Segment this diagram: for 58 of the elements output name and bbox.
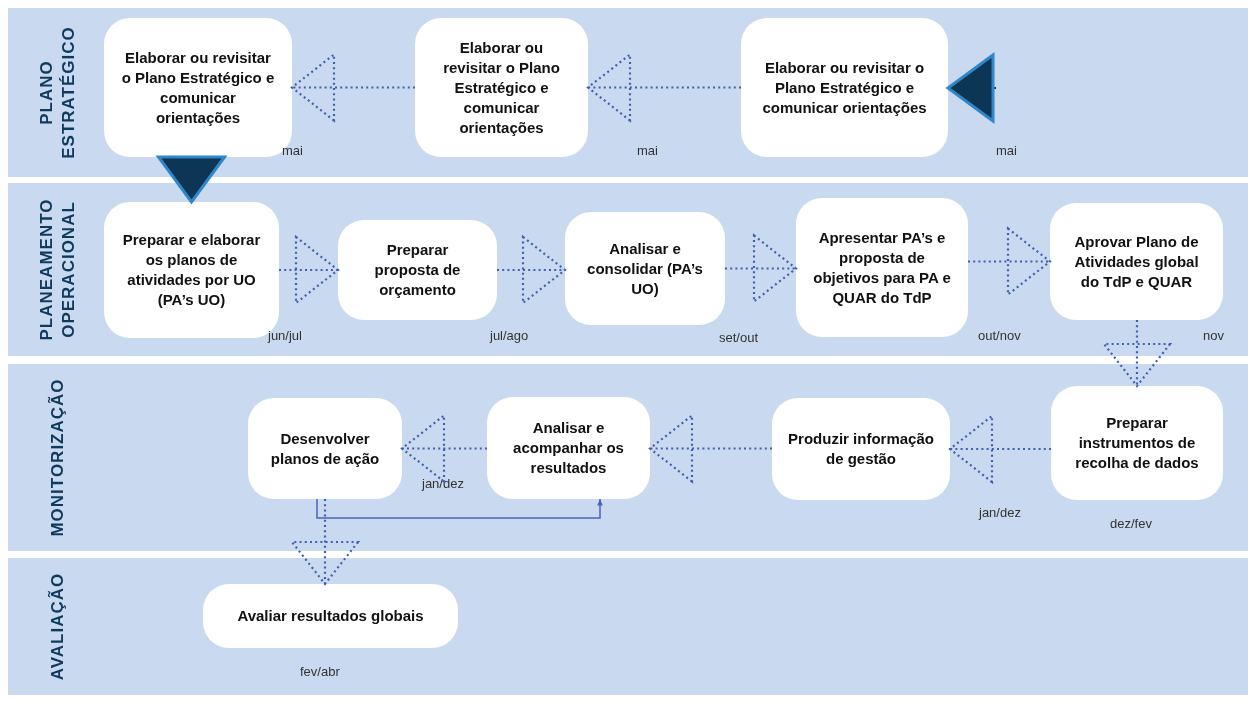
- chevron-arrow: [279, 235, 340, 305]
- process-box: [741, 18, 948, 157]
- chevron-arrow: [968, 227, 1052, 296]
- chevron-arrow: [586, 53, 741, 122]
- box-text: Produzir informação de gestão: [788, 429, 934, 469]
- date-label: set/out: [719, 330, 759, 345]
- box-text: Preparar proposta de orçamento: [373, 240, 462, 300]
- process-box: [415, 18, 588, 157]
- box-text: Desenvolver planos de ação: [269, 428, 381, 469]
- swimlane-band: [8, 558, 1248, 695]
- chevron-arrow: [497, 235, 567, 305]
- date-label: mai: [637, 143, 658, 158]
- chevron-arrow: [290, 499, 360, 586]
- process-box: [487, 397, 650, 499]
- process-box: [203, 584, 458, 648]
- date-label: mai: [282, 143, 303, 158]
- chevron-arrow: [290, 53, 415, 122]
- date-label: mai: [996, 143, 1017, 158]
- swimlane-band: [8, 364, 1248, 551]
- lane-title: MONITORIZAÇÃO: [47, 377, 68, 539]
- chevron-arrow: [1102, 320, 1172, 388]
- process-box: [248, 398, 402, 499]
- box-text: Apresentar PA’s e proposta de objetivos para PA e QUAR do TdP: [812, 227, 952, 308]
- box-text: Aprovar Plano de Atividades global do TdP e QUAR: [1073, 231, 1200, 292]
- box-text: Elaborar ou revisitar o Plano Estratégico e comunicar orientações: [120, 47, 276, 128]
- swimlane-band: [8, 183, 1248, 356]
- date-label: jun/jul: [268, 328, 302, 343]
- lane-title: AVALIAÇÃO: [47, 571, 68, 683]
- process-box: [1050, 203, 1223, 320]
- lane-title: PLANEAMENTO OPERACIONAL: [36, 197, 79, 343]
- process-box: [796, 198, 968, 337]
- chevron-arrow: [725, 234, 798, 303]
- chevron-arrow: [400, 414, 487, 483]
- date-label: out/nov: [978, 328, 1021, 343]
- box-text: Elaborar ou revisitar o Plano Estratégico e comunicar orientações: [761, 57, 928, 118]
- date-label: dez/fev: [1110, 516, 1152, 531]
- chevron-arrow: [948, 414, 1051, 484]
- chevron-arrow: [946, 53, 996, 123]
- connector-arrow: [316, 498, 603, 519]
- process-box: [1051, 386, 1223, 500]
- box-text: Analisar e acompanhar os resultados: [512, 418, 625, 478]
- date-label: jul/ago: [490, 328, 529, 343]
- swimlane-band: [8, 8, 1248, 177]
- lane-title: PLANO ESTRATÉGICO: [36, 25, 79, 161]
- date-label: nov: [1203, 328, 1224, 343]
- process-box: [338, 220, 497, 320]
- chevron-arrow: [157, 155, 226, 204]
- box-text: Preparar e elaborar os planos de atividades por UO (PA’s UO): [121, 230, 262, 310]
- box-text: Avaliar resultados globais: [237, 606, 424, 626]
- date-label: fev/abr: [300, 664, 340, 679]
- process-box: [772, 398, 950, 500]
- box-text: Elaborar ou revisitar o Plano Estratégico e comunicar orientações: [442, 37, 561, 138]
- process-box: [565, 212, 725, 325]
- chevron-arrow: [648, 414, 772, 483]
- date-label: jan/dez: [422, 476, 464, 491]
- box-text: Analisar e consolidar (PA’s UO): [586, 238, 704, 299]
- date-label: jan/dez: [979, 505, 1021, 520]
- box-text: Preparar instrumentos de recolha de dados: [1074, 413, 1200, 473]
